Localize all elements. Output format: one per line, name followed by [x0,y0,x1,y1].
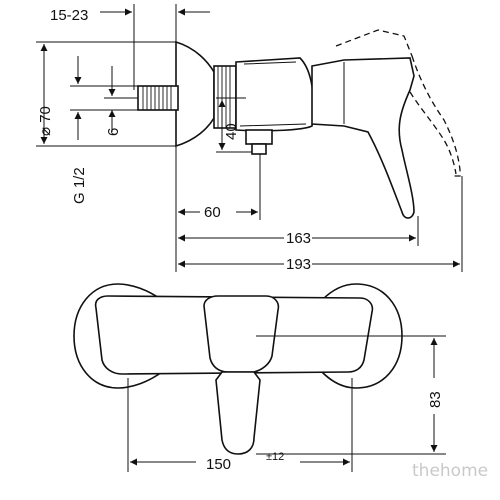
threaded-connector [137,85,179,111]
dim-tolerance: ±12 [266,451,284,463]
mixer-body [235,57,315,132]
dim-depth-193: 193 [286,256,311,273]
dim-depth-60: 60 [204,204,221,221]
dim-connection: G 1/2 [71,167,88,204]
thread-lines [142,86,172,110]
watermark: thehome [412,461,488,481]
dim-small-offset: 6 [105,128,122,136]
coupling-nut [213,65,237,129]
dim-diameter: ⌀ 70 [37,106,54,136]
handle-rotation-outline [335,29,461,177]
side-view: 15-23 ⌀ 70 G 1/2 6 40 60 163 [36,4,463,273]
front-lever [203,295,280,373]
outlet-spout [245,129,273,145]
dim-outlet-height: 40 [223,123,240,140]
dim-depth-163: 163 [286,230,311,247]
dim-width-150: 150 [206,456,231,473]
lever-handle [311,57,415,219]
wall-flange [175,40,215,148]
front-view: 83 150 ±12 [73,283,446,473]
dim-height-83: 83 [427,391,444,408]
dim-wall-offset: 15-23 [50,7,88,24]
